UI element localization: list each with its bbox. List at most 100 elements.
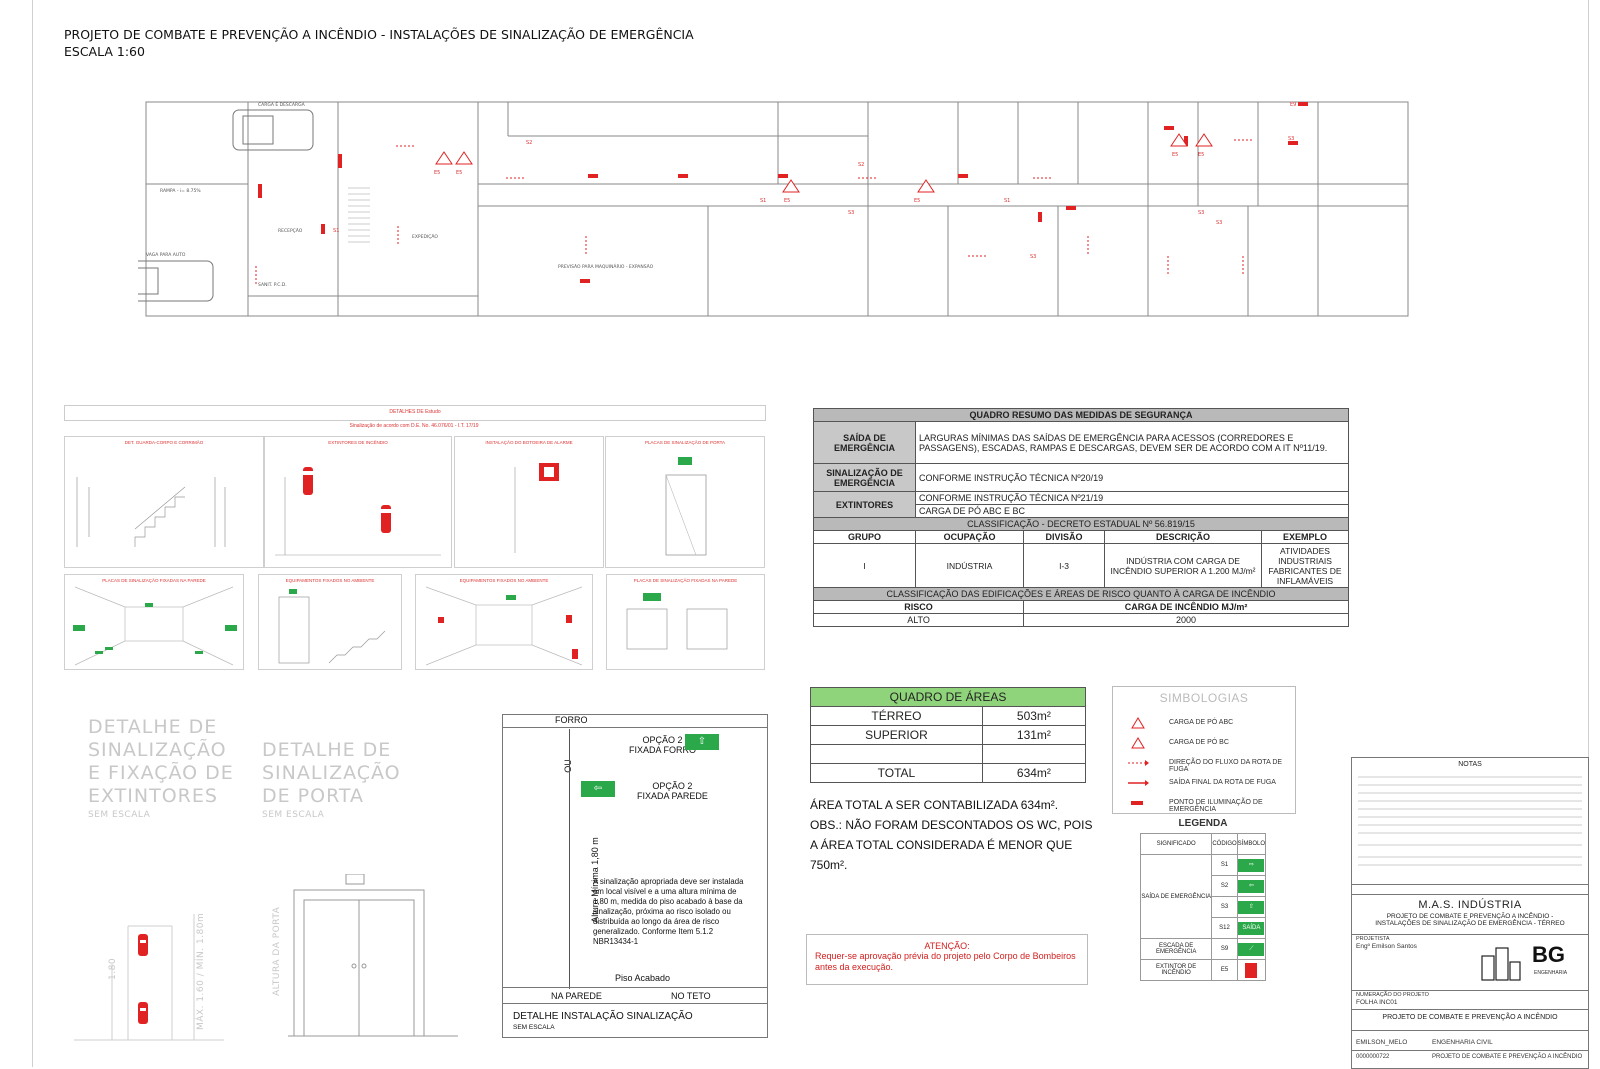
tb-folha-label: NUMERAÇÃO DO PROJETO: [1356, 992, 1429, 998]
legenda-code: S2: [1211, 875, 1238, 897]
caption-extintores-scale: SEM ESCALA: [88, 810, 151, 820]
legenda-code: E5: [1211, 959, 1238, 981]
summary-table: QUADRO RESUMO DAS MEDIDAS DE SEGURANÇA S…: [812, 408, 1349, 627]
svg-text:S3: S3: [1030, 254, 1036, 260]
legenda-group: SAÍDA DE EMERGÊNCIA: [1139, 854, 1213, 939]
plan-label-recepcao: RECEPÇÃO: [278, 227, 303, 234]
drawing-scale: ESCALA 1:60: [64, 44, 145, 59]
inst-forro-line: [503, 727, 767, 728]
areas-title: QUADRO DE ÁREAS: [810, 687, 1086, 707]
summary-col-header: GRUPO: [813, 530, 916, 544]
exit-arrow-icon: [1128, 780, 1149, 786]
details-strip: DETALHES DE Estudo: [64, 405, 766, 421]
tb-note-line: [1358, 816, 1582, 818]
plan-label-rampa: RAMPA - i= 8.75%: [160, 188, 201, 194]
inst-dim-line: [569, 729, 570, 989]
detail-panel-placas-parede: PLACAS DE SINALIZAÇÃO FIXADAS NA PAREDE: [64, 574, 244, 670]
detail-panel-guarda-corpo: DET. GUARDA-CORPO E CORRIMÃO: [64, 436, 264, 568]
sheet-border-right: [1588, 0, 1589, 1067]
inst-opcao-parede: OPÇÃO 2 FIXADA PAREDE: [637, 781, 708, 801]
exit-sign-wall-icon: ⇦: [581, 781, 615, 797]
summary-risco-val: 2000: [1023, 613, 1349, 627]
exit-right-sign-icon: ⇨: [1238, 858, 1265, 872]
inst-piso: Piso Acabado: [615, 973, 671, 983]
legenda-table: SIGNIFICADO CÓDIGO SÍMBOLO SAÍDA DE EMER…: [1139, 833, 1267, 981]
triangle-bc-icon: [1131, 737, 1145, 749]
atencao-box: ATENÇÃO: Requer-se aprovação prévia do p…: [806, 934, 1088, 985]
legenda-code: S9: [1211, 938, 1238, 960]
atencao-title: ATENÇÃO:: [924, 941, 970, 951]
plan-outline: [145, 101, 1409, 317]
summary-col-header: DESCRIÇÃO: [1104, 530, 1262, 544]
drawing-title: PROJETO DE COMBATE E PREVENÇÃO A INCÊNDI…: [64, 27, 694, 42]
summary-row-label: SINALIZAÇÃO DE EMERGÊNCIA: [813, 463, 916, 492]
guarda-corpo-drawing: [76, 477, 226, 547]
summary-row-label: SAÍDA DE EMERGÊNCIA: [813, 421, 916, 464]
svg-text:S1: S1: [333, 228, 339, 234]
detail-panel-equip-1: EQUIPAMENTOS FIXADOS NO AMBIENTE: [258, 574, 402, 670]
porta-detail: [288, 874, 458, 1037]
simb-row: CARGA DE PÓ BC: [1113, 733, 1295, 753]
svg-text:S3: S3: [848, 210, 854, 216]
installation-detail: FORRO OPÇÃO 2 FIXADA FORRO ⇧ ⇦ OPÇÃO 2 F…: [502, 714, 768, 1038]
simb-row: PONTO DE ILUMINAÇÃO DE EMERGÊNCIA: [1113, 793, 1295, 813]
svg-text:E5: E5: [434, 170, 440, 176]
svg-text:S2: S2: [858, 162, 864, 168]
stair-sign-icon: ⟋: [1238, 942, 1265, 956]
simbologias-title: SIMBOLOGIAS: [1159, 691, 1249, 705]
area-name: SUPERIOR: [810, 725, 983, 745]
title-block: NOTAS M.A.S. INDÚSTRIA PROJETO DE COMBAT…: [1351, 757, 1589, 1069]
areas-note-total: ÁREA TOTAL A SER CONTABILIZADA 634m².: [810, 798, 1059, 812]
extintor-dim-2: MÁX. 1.60 / MÍN. 1.80m: [196, 912, 206, 1030]
sheet-border-left: [32, 0, 33, 1067]
tb-note-line: [1358, 784, 1582, 786]
plan-label-vaga: VAGA PARA AUTO: [146, 252, 186, 258]
extintor-wall-detail: [74, 914, 224, 1041]
summary-col-header: DIVISÃO: [1023, 530, 1105, 544]
summary-cell: INDÚSTRIA COM CARGA DE INCÊNDIO SUPERIOR…: [1104, 543, 1262, 588]
svg-text:S3: S3: [1216, 220, 1222, 226]
equip-2-drawing: [425, 586, 583, 666]
inst-sem-escala: SEM ESCALA: [513, 1024, 555, 1031]
tb-numero: 0000000722: [1356, 1054, 1390, 1060]
porta-dim: ALTURA DA PORTA: [272, 906, 282, 996]
legenda-box: LEGENDA SIGNIFICADO CÓDIGO SÍMBOLO SAÍDA…: [1139, 818, 1267, 981]
caption-porta: DETALHE DE SINALIZAÇÃO DE PORTA: [262, 739, 401, 807]
details-subtitle: Sinalização de acordo com D.E. No. 46.07…: [349, 423, 479, 429]
tb-especialidade: ENGENHARIA CIVIL: [1432, 1039, 1493, 1046]
area-name: TOTAL: [810, 763, 983, 783]
legenda-title: LEGENDA: [1178, 818, 1228, 829]
tb-resp: EMILSON_MELO: [1356, 1039, 1408, 1046]
saida-sign: SAÍDA: [1238, 921, 1265, 935]
tb-project: PROJETO DE COMBATE E PREVENÇÃO A INCÊNDI…: [1375, 913, 1565, 927]
tb-projetista-label: PROJETISTA: [1356, 936, 1390, 942]
area-value: [981, 744, 1087, 764]
svg-text:E5: E5: [1172, 152, 1178, 158]
summary-cell: ATIVIDADES INDUSTRIAIS FABRICANTES DE IN…: [1261, 543, 1349, 588]
plan-label-previsao: PREVISÃO PARA MAQUINÁRIO - EXPANSÃO: [558, 263, 654, 270]
tb-footer: PROJETO DE COMBATE E PREVENÇÃO A INCÊNDI…: [1382, 1014, 1558, 1021]
inst-ou: OU: [562, 759, 573, 773]
svg-text:E5: E5: [1198, 152, 1204, 158]
summary-row-text: CONFORME INSTRUÇÃO TÉCNICA Nº20/19: [915, 463, 1349, 492]
tb-note-line: [1358, 824, 1582, 826]
tb-note-line: [1358, 844, 1582, 846]
plan-label-expedicao: EXPEDIÇÃO: [412, 233, 438, 240]
summary-row-label: EXTINTORES: [813, 491, 916, 518]
tb-note-line: [1358, 832, 1582, 834]
svg-text:E5: E5: [914, 198, 920, 204]
svg-text:S1: S1: [760, 198, 766, 204]
legenda-col: SIGNIFICADO: [1139, 833, 1213, 855]
summary-row-text: CONFORME INSTRUÇÃO TÉCNICA Nº21/19: [915, 491, 1349, 505]
summary-row-text: CARGA DE PÓ ABC E BC: [915, 504, 1349, 518]
inst-titulo: DETALHE INSTALAÇÃO SINALIZAÇÃO: [513, 1011, 693, 1022]
legenda-col: SÍMBOLO: [1236, 833, 1267, 855]
caption-extintores: DETALHE DE SINALIZAÇÃO E FIXAÇÃO DE EXTI…: [88, 716, 234, 807]
simb-row: DIREÇÃO DO FLUXO DA ROTA DE FUGA: [1113, 753, 1295, 773]
area-value: 634m²: [981, 763, 1087, 783]
svg-text:S1: S1: [1004, 198, 1010, 204]
triangle-abc-icon: [1131, 717, 1145, 729]
area-name: [810, 744, 983, 764]
